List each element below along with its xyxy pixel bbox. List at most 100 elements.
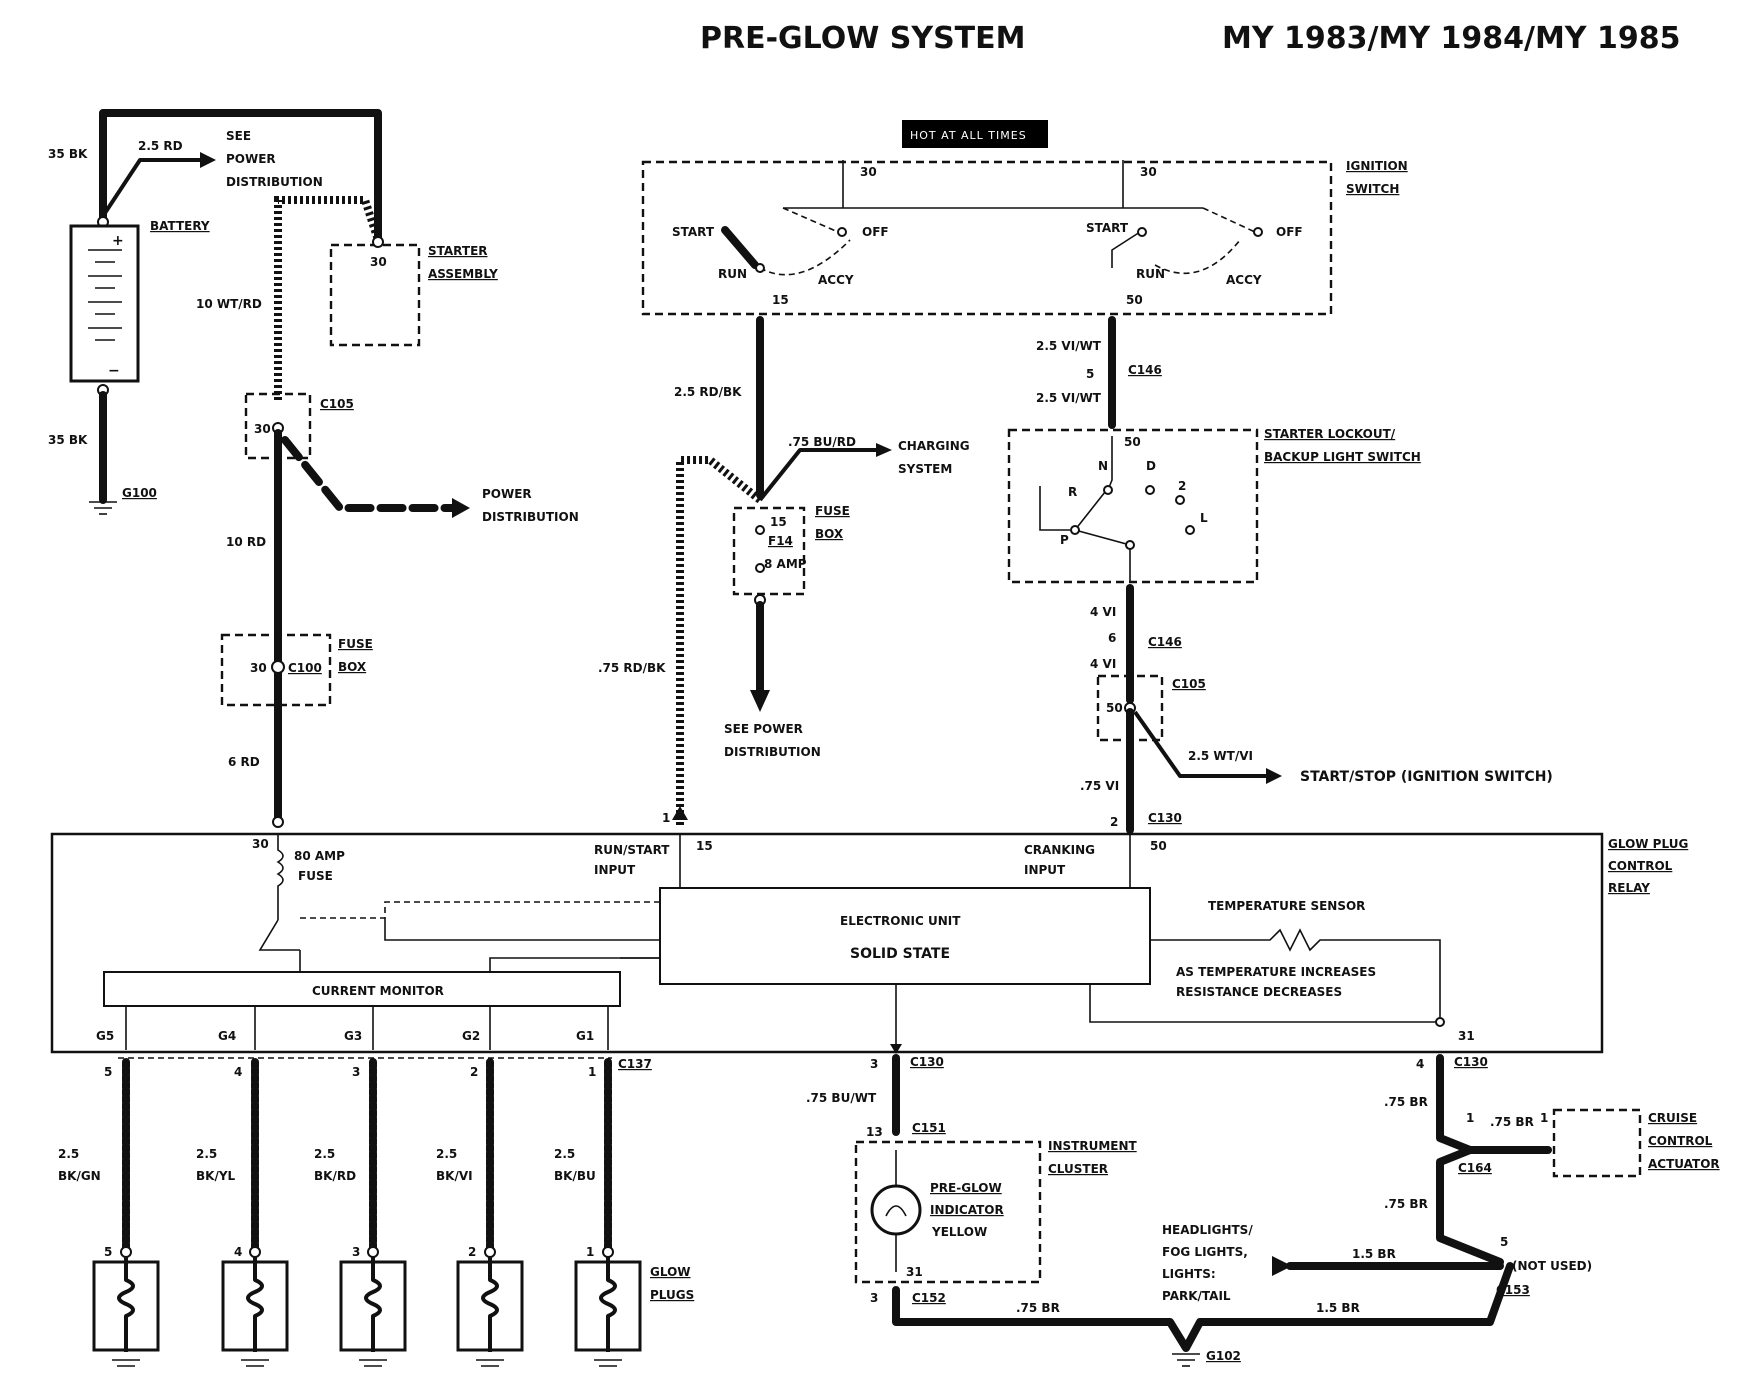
glow-plug-pin-top: 4 [234, 1065, 242, 1079]
wire-2-5-rd-label: 2.5 RD [138, 139, 183, 153]
glow-plug-wire-color: BK/YL [196, 1169, 236, 1183]
wire-wtvi-label: 2.5 WT/VI [1188, 749, 1253, 763]
starter-pin-label: 30 [370, 255, 387, 269]
arrow-icon [200, 152, 216, 168]
relay-pin-31: 31 [1458, 1029, 1475, 1043]
ign-off-2: OFF [1276, 225, 1303, 239]
glow-plug-pin-bottom: 5 [104, 1245, 112, 1259]
temp-note-1: AS TEMPERATURE INCREASES [1176, 965, 1376, 979]
wire-vi-label-2: 4 VI [1090, 657, 1116, 671]
glow-plug-5: 5 2.5 BK/GN 5 [58, 1058, 160, 1367]
c137-label: C137 [618, 1057, 652, 1071]
c105-pin-label: 30 [254, 422, 271, 436]
c130-pin-2: 2 [1110, 815, 1118, 829]
c153-pin: 5 [1500, 1235, 1508, 1249]
power-distribution-wire [281, 436, 459, 512]
gs-wire-br-1: .75 BR [1384, 1095, 1428, 1109]
arrow-icon [1272, 1256, 1292, 1276]
run-start-input-1: RUN/START [594, 843, 670, 857]
not-used-label: (NOT USED) [1512, 1259, 1592, 1273]
relay-g4: G4 [218, 1029, 236, 1043]
ignition-switch-label-2: SWITCH [1346, 182, 1399, 196]
ignition-switch-label-1: IGNITION [1346, 159, 1408, 173]
pos-l: L [1200, 511, 1208, 525]
relay-label-3: RELAY [1608, 881, 1650, 895]
relay-fuse-1: 80 AMP [294, 849, 345, 863]
glow-plug-pin-bottom: 1 [586, 1245, 594, 1259]
see-power-mid-2: DISTRIBUTION [724, 745, 821, 759]
wire-6-rd-label: 6 RD [228, 755, 260, 769]
wire-10-wt-rd [274, 196, 382, 400]
glow-plug-wire-gauge: 2.5 [554, 1147, 575, 1161]
battery-wire-bottom-label: 35 BK [48, 433, 88, 447]
see-power-label-1: SEE [226, 129, 251, 143]
ign-run-1: RUN [718, 267, 747, 281]
pin-1-label: 1 [662, 811, 670, 825]
ground-g102-label: G102 [1206, 1349, 1241, 1363]
electronic-unit-label-2: SOLID STATE [850, 946, 950, 962]
wire-75-rd-bk-label: .75 RD/BK [598, 661, 666, 675]
c151-pin: 13 [866, 1125, 883, 1139]
instrument-cluster-section: 3 C130 .75 BU/WT 13 C151 INSTRUMENT CLUS… [806, 1054, 1514, 1367]
ign-start-2: START [1086, 221, 1129, 235]
current-monitor [103, 971, 621, 1007]
cruise-control-actuator [1552, 1108, 1642, 1178]
ign-accy-2: ACCY [1226, 273, 1262, 287]
ign-start-1: START [672, 225, 715, 239]
glow-plug-3: 3 2.5 BK/RD 3 [314, 1058, 407, 1367]
electronic-unit [659, 887, 1151, 985]
c105-right-pin: 50 [1106, 701, 1123, 715]
temp-note-2: RESISTANCE DECREASES [1176, 985, 1342, 999]
ign-pin-30b: 30 [1140, 165, 1157, 179]
lockout-label-2: BACKUP LIGHT SWITCH [1264, 450, 1421, 464]
c100-label: C100 [288, 661, 322, 675]
starter-assembly: 30 STARTER ASSEMBLY [329, 236, 498, 347]
battery-section: + − BATTERY 35 BK 35 BK G100 2.5 RD SEE … [48, 109, 382, 515]
battery-minus-icon: − [108, 363, 120, 379]
see-power-mid-1: SEE POWER [724, 722, 803, 736]
c146b-label: C146 [1148, 635, 1182, 649]
wire-viwt-label-2: 2.5 VI/WT [1036, 391, 1102, 405]
battery-label: BATTERY [150, 219, 210, 233]
ground-side-section: 4 C130 .75 BR 1 .75 BR C164 1 CRUISE CON… [1162, 1054, 1720, 1315]
pos-n: N [1098, 459, 1108, 473]
glow-plug-pin-bottom: 4 [234, 1245, 242, 1259]
see-power-label-2: POWER [226, 152, 276, 166]
glow-plug-pin-top: 1 [588, 1065, 596, 1079]
glow-plug-control-relay: GLOW PLUG CONTROL RELAY 30 80 AMP FUSE R… [50, 832, 1688, 1054]
pos-d: D [1146, 459, 1156, 473]
charging-system-label-2: SYSTEM [898, 462, 952, 476]
starter-label-1: STARTER [428, 244, 488, 258]
cluster-c130-pin: 3 [870, 1057, 878, 1071]
wire-buwt-label: .75 BU/WT [806, 1091, 877, 1105]
f14-pin: 15 [770, 515, 787, 529]
c146a-label: C146 [1128, 363, 1162, 377]
cranking-chain: 2.5 VI/WT 5 C146 2.5 VI/WT STARTER LOCKO… [1007, 316, 1553, 834]
ign-run-2: RUN [1136, 267, 1165, 281]
glow-plug-pin-top: 5 [104, 1065, 112, 1079]
glow-plug-wire-gauge: 2.5 [436, 1147, 457, 1161]
diagram-title: PRE-GLOW SYSTEM [700, 21, 1026, 56]
charging-system-label-1: CHARGING [898, 439, 970, 453]
headlights-label-2: FOG LIGHTS, [1162, 1245, 1248, 1259]
wire-10-rd-label: 10 RD [226, 535, 266, 549]
gs-c164: C164 [1458, 1161, 1492, 1175]
c105-label: C105 [320, 397, 354, 411]
electronic-unit-label-1: ELECTRONIC UNIT [840, 914, 961, 928]
glow-plug-pin-bottom: 2 [468, 1245, 476, 1259]
fuse-box-left-label-1: FUSE [338, 637, 373, 651]
c152-label: C152 [912, 1291, 946, 1305]
power-dist-label-2: DISTRIBUTION [482, 510, 579, 524]
glow-plug-wire-gauge: 2.5 [196, 1147, 217, 1161]
cluster-c130: C130 [910, 1055, 944, 1069]
starter-label-2: ASSEMBLY [428, 267, 498, 281]
wire-2-5-rd-bk-label: 2.5 RD/BK [674, 385, 742, 399]
glow-plug-1: 1 2.5 BK/BU 1 [554, 1058, 642, 1367]
battery-red-wire [101, 158, 205, 218]
lockout-label-1: STARTER LOCKOUT/ [1264, 427, 1396, 441]
c105-right-label: C105 [1172, 677, 1206, 691]
hot-at-all-times-badge [902, 120, 1048, 148]
glow-plugs-label-2: PLUGS [650, 1288, 694, 1302]
gs-wire-br-3: .75 BR [1384, 1197, 1428, 1211]
